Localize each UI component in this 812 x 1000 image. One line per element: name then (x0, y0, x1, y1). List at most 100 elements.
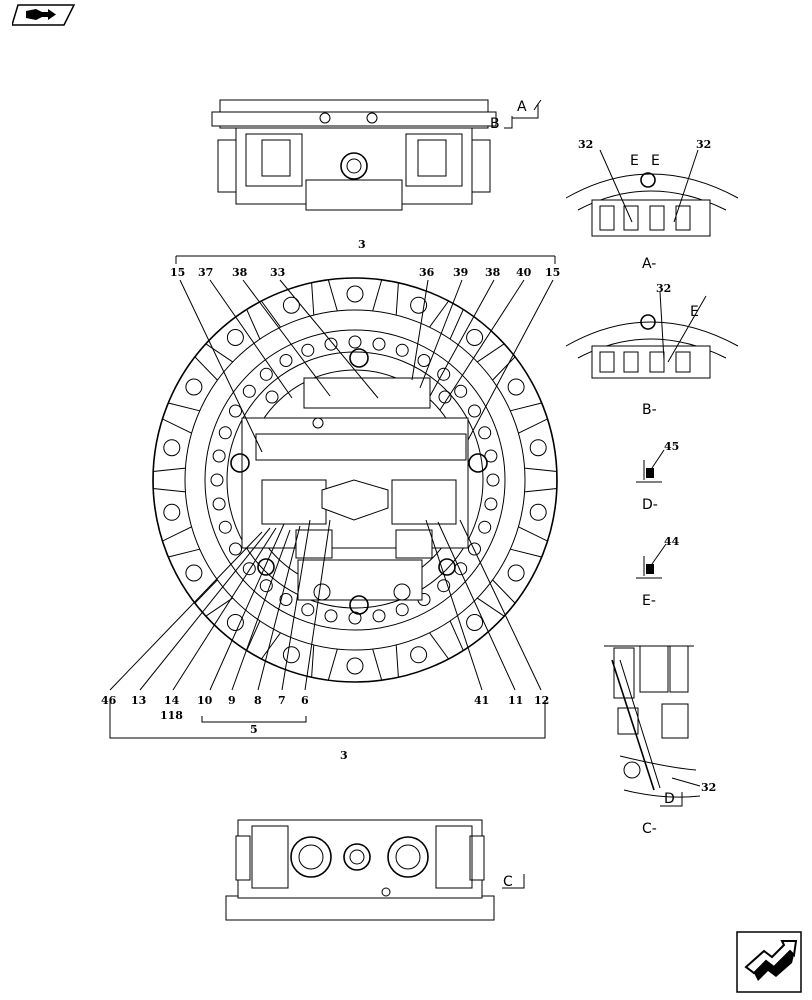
main-view-callouts: 3 15 37 38 33 36 39 38 40 15 46 13 14 10… (101, 238, 560, 762)
section-a-mark-e-left: E (630, 153, 639, 169)
flange-rib (161, 526, 200, 558)
callout-37: 37 (198, 266, 213, 279)
flange-bolt-hole (484, 497, 498, 511)
flange-bolt-hole (478, 426, 492, 440)
section-b-callout-32: 32 (656, 282, 671, 295)
section-c-callout-32: 32 (701, 781, 716, 794)
outer-mount-hole (346, 285, 364, 303)
bottom-view: C (225, 819, 525, 921)
section-b-title: B- (642, 402, 657, 418)
outer-mount-hole (410, 296, 428, 314)
callout-12: 12 (534, 694, 549, 707)
callout-41: 41 (474, 694, 489, 707)
callout-36: 36 (419, 266, 435, 279)
section-a-title: A- (642, 256, 656, 272)
outer-mount-hole (410, 646, 428, 664)
callout-7: 7 (278, 694, 286, 707)
section-a-callout-32-left: 32 (578, 138, 593, 151)
section-e-title: E- (642, 593, 656, 609)
flange-bolt-hole (484, 449, 498, 463)
flange-bolt-hole (468, 542, 481, 556)
callout-9: 9 (228, 694, 236, 707)
flange-bolt-hole (279, 593, 293, 606)
main-view (152, 277, 558, 683)
lug-ring (152, 279, 558, 681)
next-page-arrow-icon[interactable] (736, 931, 802, 993)
callout-6: 6 (301, 694, 309, 707)
outer-mount-hole (346, 657, 364, 675)
callout-10: 10 (197, 694, 213, 707)
flange-bolt-hole (242, 384, 256, 398)
flange-rib (194, 343, 233, 381)
top-view: A B (211, 99, 542, 211)
flange-rib (510, 402, 549, 434)
section-b-view: 32 E B- (565, 282, 739, 418)
flange-bolt-hole (454, 384, 468, 398)
flange-bolt-hole (478, 520, 492, 534)
callout-46: 46 (101, 694, 117, 707)
flange-bolt-hole (259, 367, 273, 381)
flange-bolt-hole (437, 367, 451, 381)
outer-mount-hole (282, 646, 300, 664)
flange-rib (161, 402, 200, 434)
flange-rib (311, 279, 338, 316)
outer-mount-hole (466, 614, 484, 631)
outer-mount-hole (163, 439, 181, 457)
flange-bolt-hole (324, 609, 338, 623)
section-c-mark-d: D (664, 791, 675, 807)
flange-bolt-hole (210, 473, 224, 487)
callout-38-left: 38 (232, 266, 248, 279)
section-c-view: 32 D C- (604, 645, 716, 837)
flange-bolt-hole (218, 426, 232, 440)
outer-mount-hole (226, 329, 244, 346)
main-view-leaders (109, 255, 556, 739)
flange-bolt-hole (259, 579, 273, 593)
flange-bolt-hole (486, 473, 500, 487)
flange-rib (510, 526, 549, 558)
section-e-view: 44 E- (636, 535, 680, 609)
flange-bolt-hole (395, 343, 409, 357)
flange-bolt-hole (395, 603, 409, 617)
flange-bolt-hole (348, 611, 362, 625)
view-arrow-c-label: C (503, 874, 513, 890)
section-a-callout-32-right: 32 (696, 138, 711, 151)
flange-bolt-hole (468, 404, 481, 418)
outer-mount-hole (282, 296, 300, 314)
outer-mount-hole (163, 503, 181, 521)
flange-bolt-hole (348, 335, 362, 349)
section-a-view: 32 32 E E A- (565, 138, 739, 272)
callout-8: 8 (254, 694, 262, 707)
flange-rib (372, 644, 399, 681)
flange-rib (429, 620, 464, 660)
flange-rib (477, 343, 516, 381)
flange-rib (372, 279, 399, 316)
flange-bolt-hole (372, 337, 386, 351)
flange-bolt-hole (301, 603, 315, 617)
group-label-5: 5 (250, 723, 258, 736)
flange-bolt-hole (229, 404, 242, 418)
book-arrow-icon[interactable] (10, 3, 76, 27)
flange-rib (524, 467, 558, 493)
flange-rib (152, 467, 186, 493)
flange-bolt-hole (212, 449, 226, 463)
callout-15-right: 15 (545, 266, 560, 279)
flange-bolt-hole (454, 562, 468, 576)
flange-bolt-hole (279, 354, 293, 367)
view-arrow-b-label: B (490, 116, 500, 132)
section-d-callout-45: 45 (664, 440, 679, 453)
callout-13: 13 (131, 694, 146, 707)
callout-40: 40 (516, 266, 532, 279)
callout-39: 39 (453, 266, 468, 279)
flange-bolt-hole (437, 579, 451, 593)
section-b-mark-e: E (690, 304, 699, 320)
callout-15-left: 15 (170, 266, 185, 279)
callout-14: 14 (164, 694, 180, 707)
group-label-3-top: 3 (358, 238, 366, 251)
callout-33: 33 (270, 266, 285, 279)
outer-mount-hole (529, 439, 547, 457)
bolt-ring (210, 335, 500, 625)
flange-rib (311, 644, 338, 681)
outer-mount-hole (529, 503, 547, 521)
flange-bolt-hole (212, 497, 226, 511)
